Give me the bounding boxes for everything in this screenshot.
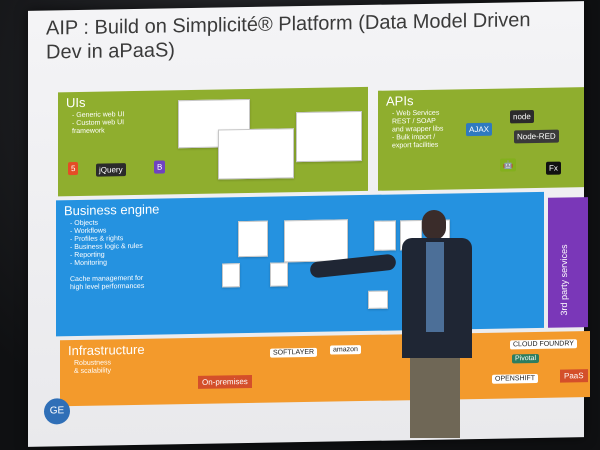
data-model-node-1 — [238, 220, 268, 258]
infrastructure-box: Infrastructure Robustness & scalability … — [60, 331, 590, 407]
apis-lines: - Web Services REST / SOAP and wrapper l… — [392, 109, 444, 150]
business-title: Business engine — [64, 201, 160, 219]
pivotal-logo: Pivotal — [512, 353, 540, 364]
softlayer-logo: SOFTLAYER — [270, 347, 318, 358]
fx-logo: Fx — [546, 161, 561, 175]
ge-logo-icon: GE — [44, 398, 70, 425]
bootstrap-logo-icon: B — [154, 160, 166, 174]
on-premises-badge: On-premises — [198, 374, 252, 389]
third-party-label: 3rd party services — [559, 244, 569, 316]
infrastructure-title: Infrastructure — [68, 341, 145, 359]
ui-screenshot-2 — [218, 128, 294, 180]
data-model-node-6 — [222, 263, 240, 288]
ajax-logo: AJAX — [466, 122, 493, 137]
html5-logo-icon: 5 — [68, 161, 79, 176]
cloud-foundry-logo: CLOUD FOUNDRY — [510, 339, 577, 350]
paas-badge: PaaS — [560, 369, 588, 383]
openshift-logo: OPENSHIFT — [492, 373, 539, 384]
jquery-logo: jQuery — [96, 163, 126, 177]
apis-title: APIs — [386, 93, 414, 109]
business-lines: - Objects - Workflows - Profiles & right… — [70, 219, 145, 292]
presenter-silhouette — [309, 210, 476, 440]
apis-box: APIs - Web Services REST / SOAP and wrap… — [378, 87, 584, 191]
uis-box: UIs - Generic web UI - Custom web UI fra… — [58, 86, 368, 197]
third-party-services-box: 3rd party services — [548, 197, 588, 328]
data-model-node-7 — [270, 262, 288, 287]
slide-title: AIP : Build on Simplicité® Platform (Dat… — [46, 9, 531, 64]
uis-lines: - Generic web UI - Custom web UI framewo… — [72, 111, 125, 136]
node-logo: node — [510, 110, 534, 124]
projected-slide: AIP : Build on Simplicité® Platform (Dat… — [28, 1, 590, 447]
amazon-logo: amazon — [330, 345, 361, 355]
uis-title: UIs — [66, 94, 86, 111]
data-model-node-8 — [368, 290, 388, 309]
node-red-logo: Node-RED — [514, 129, 559, 144]
infrastructure-lines: Robustness & scalability — [74, 359, 111, 376]
presenter-legs — [410, 358, 460, 438]
ui-screenshot-3 — [296, 111, 362, 163]
presenter-head — [422, 210, 446, 240]
presenter-shirt — [426, 242, 444, 332]
data-model-node-2 — [284, 219, 348, 263]
android-logo-icon: 🤖 — [500, 158, 516, 172]
